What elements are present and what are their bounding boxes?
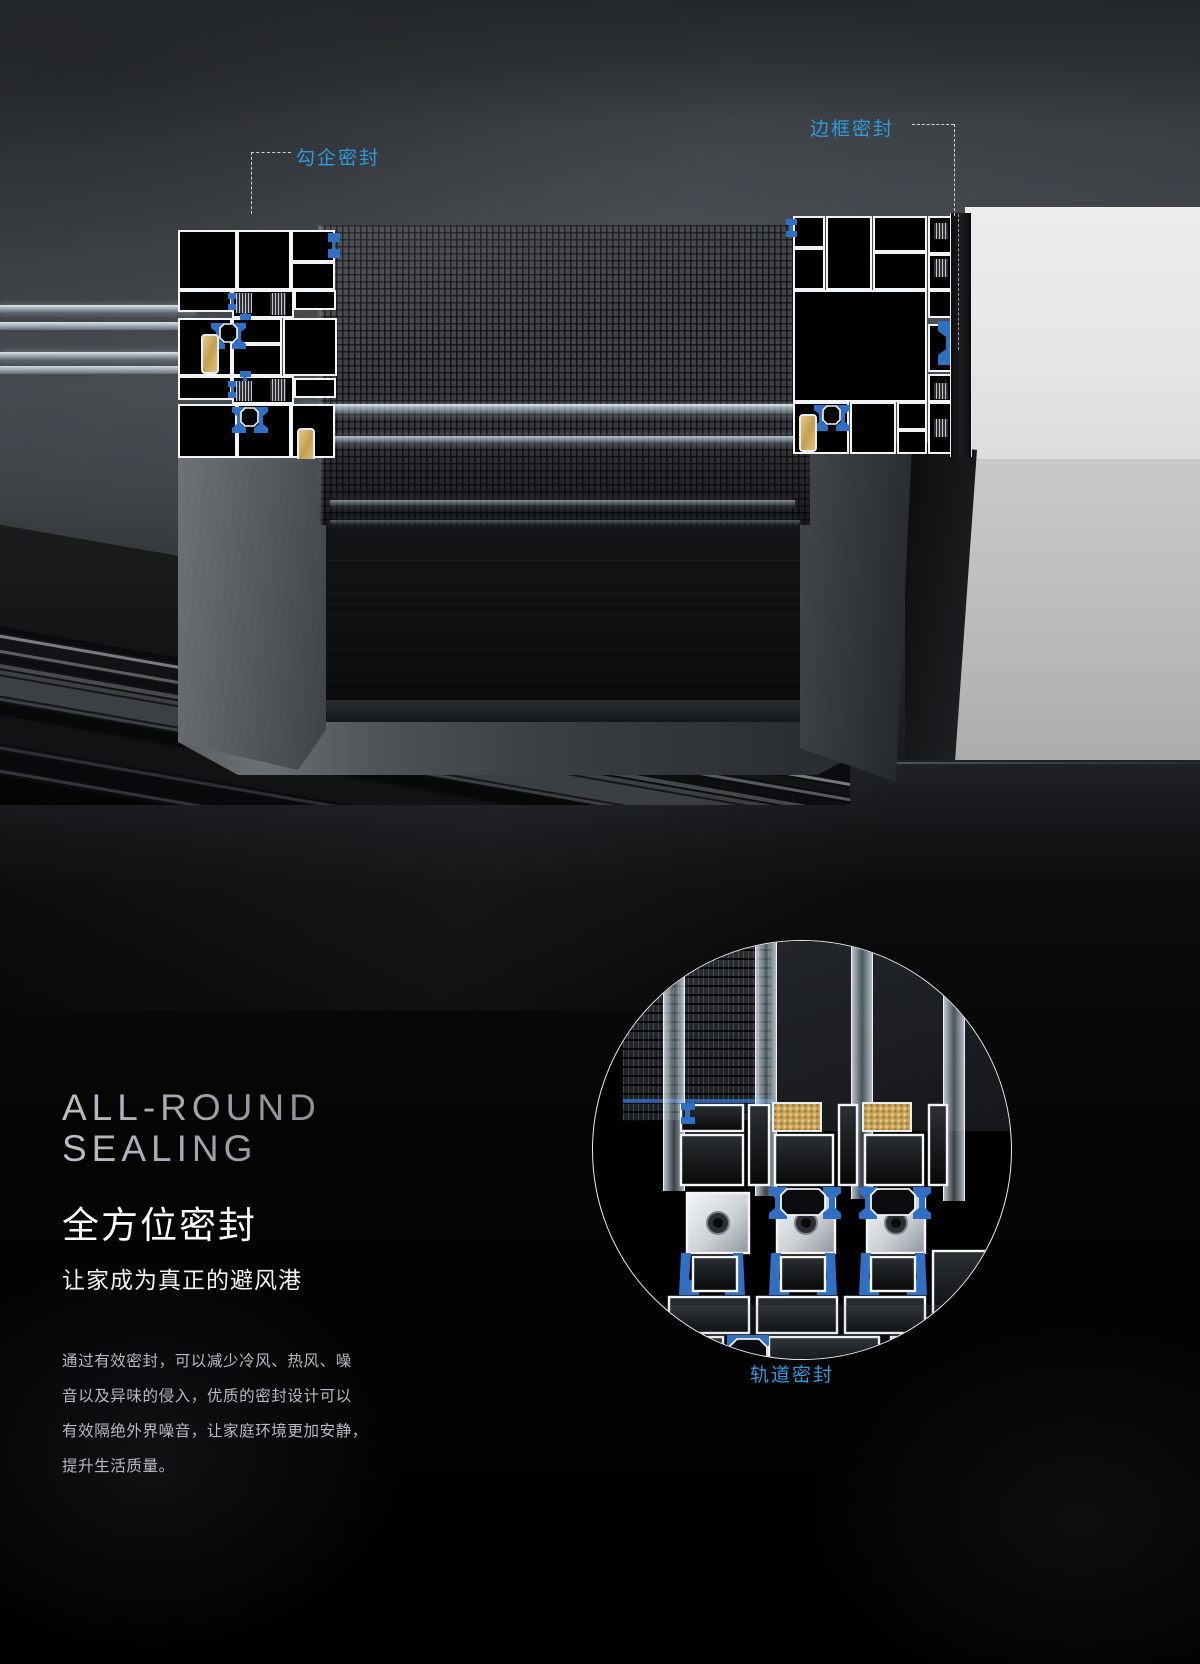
- insect-mesh-screen: [318, 225, 810, 525]
- left-glass-strip: [0, 366, 178, 374]
- right-glass-slab: [950, 213, 972, 457]
- callout-leader-horizontal-right: [912, 124, 954, 125]
- left-sash-pillar: [178, 430, 326, 770]
- body-line: 音以及异味的侵入，优质的密封设计可以: [62, 1388, 352, 1406]
- screen-recess-slats: [326, 560, 804, 720]
- body-line: 提升生活质量。: [62, 1458, 175, 1475]
- inset-floor-reflection: [593, 1305, 1011, 1359]
- top-shadow-band: [0, 0, 1200, 120]
- callout-leader-vertical-right: [954, 124, 955, 216]
- floor-glow-left: [0, 1180, 500, 1664]
- glass-pane-highlight: [300, 404, 820, 415]
- left-glass-strip: [0, 322, 178, 330]
- body-line: 有效隔绝外界噪音，让家庭环境更加安静，: [62, 1423, 368, 1441]
- body-line: 通过有效密封，可以减少冷风、热风、噪: [62, 1353, 352, 1371]
- glass-pane-highlight: [330, 500, 795, 507]
- mesh-horizontal-threads: [318, 225, 810, 525]
- glass-edge-light: [0, 352, 180, 361]
- track-seal-detail-inset: 轨道密封: [592, 940, 1012, 1386]
- glass-pane-highlight: [330, 520, 800, 525]
- body-paragraph: 通过有效密封，可以减少冷风、热风、噪 音以及异味的侵入，优质的密封设计可以 有效…: [62, 1345, 398, 1485]
- callout-label-frame-edge-seal: 边框密封: [810, 119, 895, 140]
- callout-leader-into-profile: [958, 214, 959, 350]
- chinese-headline: 全方位密封: [62, 1205, 257, 1247]
- floor-track-rail: [0, 523, 850, 805]
- inset-profile-cross-section: [627, 1102, 1011, 1359]
- callout-label-hook-stile-seal: 勾企密封: [296, 148, 381, 169]
- inset-circle-frame: [592, 940, 1012, 1360]
- window-assembly: [0, 0, 1200, 800]
- screen-well-lip: [326, 700, 804, 722]
- callout-label-track-seal: 轨道密封: [749, 1365, 835, 1386]
- callout-leader-vertical-left: [251, 152, 252, 214]
- inset-glass-pane: [943, 941, 965, 1201]
- inset-upper-dark-slab: [773, 941, 1011, 1131]
- inset-glass-pane: [663, 941, 685, 1191]
- mesh-sheen: [318, 225, 810, 525]
- right-sash-pillar: [800, 430, 912, 782]
- glass-pane-highlight: [300, 436, 820, 445]
- rail-profile-lines: [0, 614, 850, 805]
- chinese-subheadline: 让家成为真正的避风港: [62, 1267, 302, 1294]
- glass-edge-light: [0, 305, 196, 314]
- white-wall-panel: [965, 207, 1200, 459]
- english-headline: ALL-ROUND SEALING: [62, 1087, 482, 1169]
- left-profile-cross-section: [178, 230, 340, 459]
- callout-leader-horizontal-left: [251, 152, 291, 153]
- marketing-text-block: ALL-ROUND SEALING 全方位密封 让家成为真正的避风港 通过有效密…: [62, 1087, 482, 1485]
